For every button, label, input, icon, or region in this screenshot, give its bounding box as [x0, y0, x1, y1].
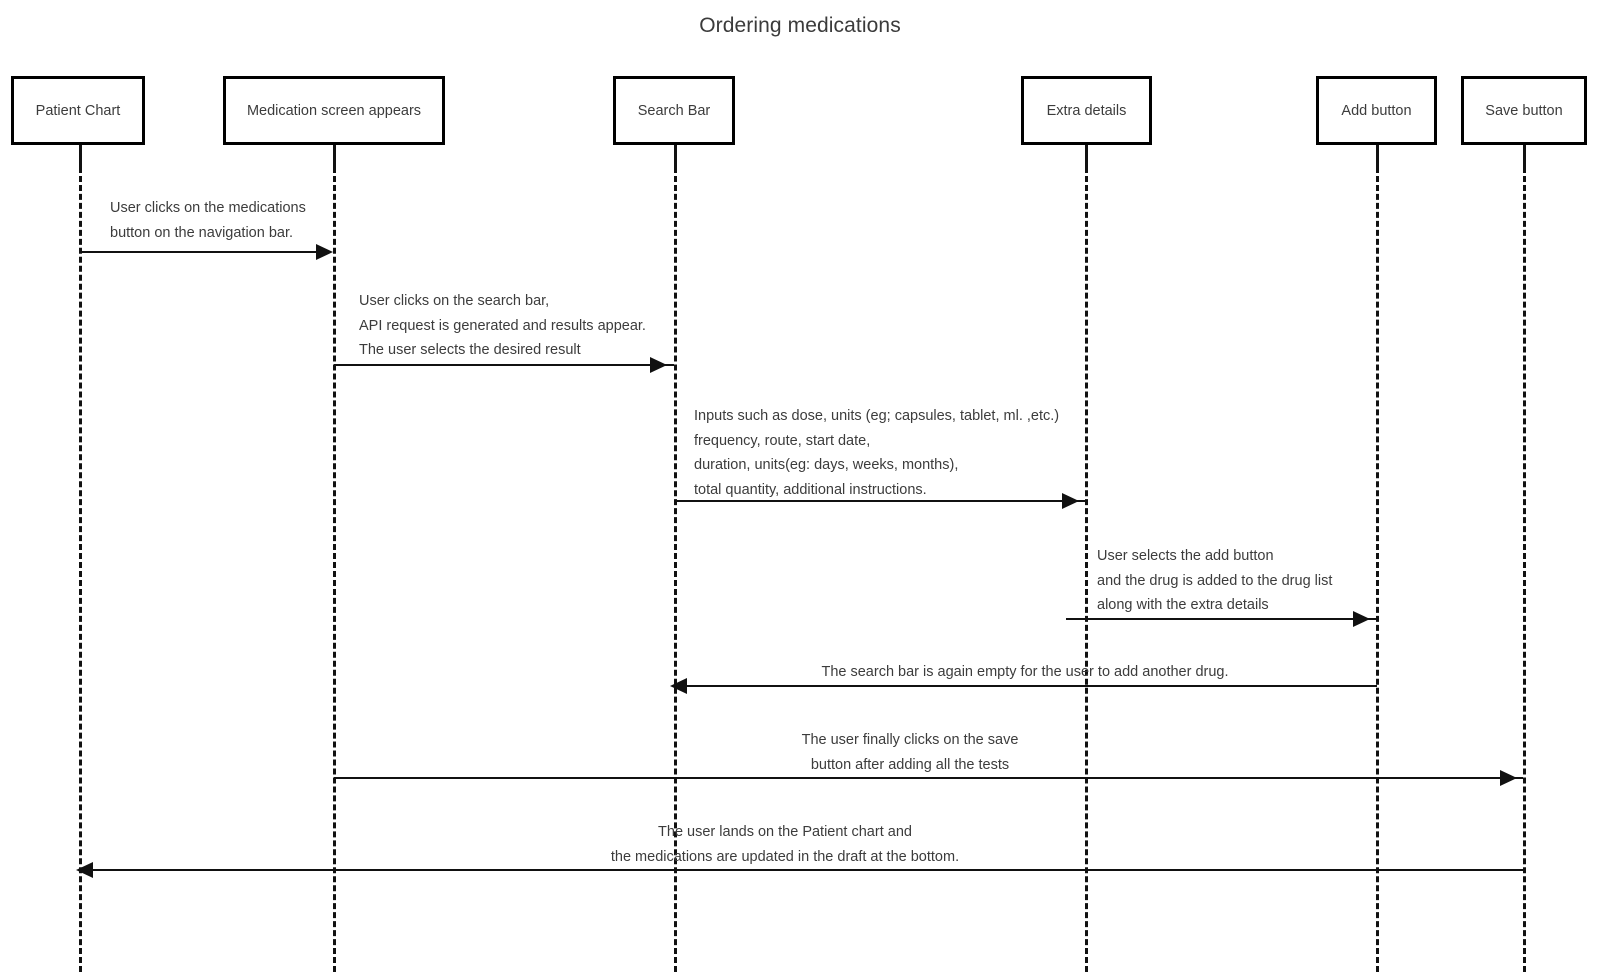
lifeline-stem-medication-screen — [333, 145, 336, 167]
participant-box-patient-chart[interactable]: Patient Chart — [11, 76, 145, 145]
lifeline-stem-search-bar — [674, 145, 677, 167]
lifeline-stem-add-button — [1376, 145, 1379, 167]
message-line: User clicks on the medications — [110, 200, 306, 216]
message-label-msg-1: User clicks on the medications button on… — [110, 196, 306, 245]
message-label-msg-7: The user lands on the Patient chart and … — [585, 820, 985, 869]
message-label-msg-3: Inputs such as dose, units (eg; capsules… — [694, 404, 1059, 502]
message-line-msg-6 — [334, 777, 1523, 779]
lifeline-patient-chart — [79, 167, 82, 972]
lifeline-save-button — [1523, 167, 1526, 972]
lifeline-stem-save-button — [1523, 145, 1526, 167]
arrow-head-right-icon — [1353, 611, 1370, 627]
lifeline-add-button — [1376, 167, 1379, 972]
message-line: The user lands on the Patient chart and — [658, 824, 912, 840]
message-line: API request is generated and results app… — [359, 317, 646, 334]
message-line: total quantity, additional instructions. — [694, 481, 927, 498]
message-line: along with the extra details — [1097, 597, 1269, 613]
lifeline-medication-screen — [333, 167, 336, 972]
message-line: the medications are updated in the draft… — [610, 848, 960, 865]
message-line: The user finally clicks on the save — [801, 732, 1019, 748]
message-line-msg-2 — [334, 364, 674, 366]
page-title: Ordering medications — [699, 14, 901, 37]
message-label-msg-4: User selects the add button and the drug… — [1097, 544, 1332, 618]
message-line: and the drug is added to the drug list — [1097, 572, 1333, 589]
arrow-head-right-icon — [1062, 493, 1079, 509]
participant-box-medication-screen[interactable]: Medication screen appears — [223, 76, 445, 145]
message-line: User selects the add button — [1097, 548, 1274, 564]
message-label-msg-6: The user finally clicks on the save butt… — [710, 728, 1110, 777]
participant-label: Search Bar — [637, 102, 711, 119]
participant-label: Patient Chart — [35, 102, 121, 119]
message-line-msg-7 — [80, 869, 1523, 871]
arrow-head-right-icon — [1500, 770, 1517, 786]
message-line: button on the navigation bar. — [110, 224, 294, 241]
message-line-msg-3 — [675, 500, 1085, 502]
message-line: duration, units(eg: days, weeks, months)… — [694, 457, 959, 473]
message-line: The search bar is again empty for the us… — [821, 664, 1229, 680]
arrow-head-right-icon — [650, 357, 667, 373]
participant-label: Medication screen appears — [246, 102, 422, 119]
lifeline-stem-extra-details — [1085, 145, 1088, 167]
message-line-msg-4 — [1066, 618, 1376, 620]
participant-label: Save button — [1485, 102, 1563, 119]
participant-label: Add button — [1341, 102, 1412, 119]
arrow-head-left-icon — [670, 678, 687, 694]
message-line-msg-1 — [80, 251, 330, 253]
message-line: frequency, route, start date, — [694, 432, 871, 449]
lifeline-extra-details — [1085, 167, 1088, 972]
message-line-msg-5 — [675, 685, 1377, 687]
message-line: User clicks on the search bar, — [359, 293, 550, 309]
message-label-msg-5: The search bar is again empty for the us… — [675, 660, 1375, 685]
participant-box-save-button[interactable]: Save button — [1461, 76, 1587, 145]
message-line: Inputs such as dose, units (eg; capsules… — [694, 408, 1060, 424]
lifeline-search-bar — [674, 167, 677, 972]
participant-box-search-bar[interactable]: Search Bar — [613, 76, 735, 145]
participant-box-extra-details[interactable]: Extra details — [1021, 76, 1152, 145]
lifeline-stem-patient-chart — [79, 145, 82, 167]
message-line: button after adding all the tests — [810, 756, 1010, 773]
arrow-head-left-icon — [76, 862, 93, 878]
message-line: The user selects the desired result — [359, 342, 581, 358]
message-label-msg-2: User clicks on the search bar, API reque… — [359, 289, 646, 363]
participant-box-add-button[interactable]: Add button — [1316, 76, 1437, 145]
arrow-head-right-icon — [316, 244, 333, 260]
participant-label: Extra details — [1046, 102, 1127, 119]
